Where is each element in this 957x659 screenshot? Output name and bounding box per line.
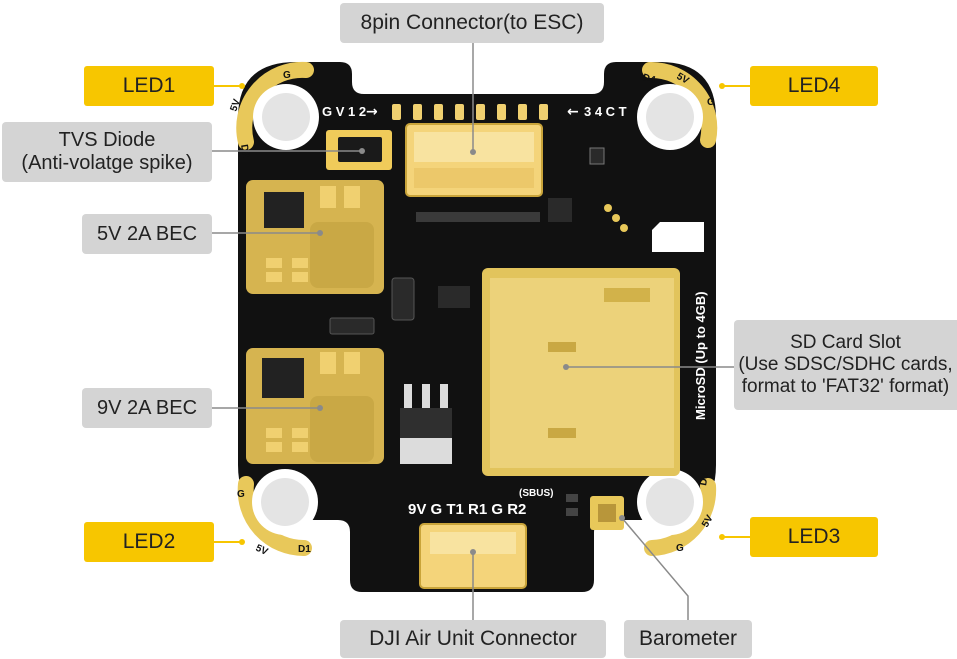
- callout-barometer: Barometer: [624, 620, 752, 658]
- led-leader-dots: [239, 83, 725, 545]
- pad-d4: D4: [641, 72, 657, 86]
- tvs-label-line1: TVS Diode: [58, 129, 156, 151]
- leader-dots: [317, 148, 625, 555]
- esc-pins-right-label: 3 4 C T: [584, 104, 627, 119]
- leader-lines: [212, 40, 734, 624]
- sd-label-line3: format to 'FAT32' format): [741, 375, 950, 397]
- pad-g-bottom-right: G: [676, 543, 684, 554]
- misc-components: [329, 147, 628, 464]
- callout-5v-bec: 5V 2A BEC: [82, 214, 212, 254]
- air-unit-pin-label: 9V G T1 R1 G R2: [408, 501, 526, 518]
- callout-dji-air-unit: DJI Air Unit Connector: [340, 620, 606, 658]
- sd-label-line2: (Use SDSC/SDHC cards,: [738, 354, 953, 376]
- pad-d1: D1: [298, 544, 311, 555]
- sd-card-icon: [652, 222, 704, 252]
- pad-5v-top-left: 5V: [228, 97, 243, 113]
- pad-g-bottom-left: G: [237, 489, 245, 500]
- bec-9v-module: [246, 348, 384, 464]
- microsd-label: MicroSD (Up to 4GB): [693, 291, 708, 420]
- callout-tvs-diode: TVS Diode (Anti-volatge spike): [2, 122, 212, 182]
- pad-5v-top-right: 5V: [675, 71, 691, 87]
- sbus-label: (SBUS): [519, 488, 553, 499]
- tvs-label-line2: (Anti-volatge spike): [21, 152, 193, 174]
- callout-sd-card-slot: SD Card Slot (Use SDSC/SDHC cards, forma…: [734, 320, 957, 410]
- sd-label-line1: SD Card Slot: [790, 332, 901, 354]
- esc-pins-left-label: G V 1 2: [322, 104, 366, 119]
- corner-pad-arcs: [236, 61, 718, 557]
- callout-led3: LED3: [750, 517, 878, 557]
- esc-pad-row: G V 1 2 → ← 3 4 C T: [322, 104, 627, 120]
- callout-led1: LED1: [84, 66, 214, 106]
- callout-led4: LED4: [750, 66, 878, 106]
- arrow-right-icon: →: [366, 104, 378, 120]
- pad-d3: D3: [698, 472, 711, 487]
- pad-g-top-right: G: [707, 97, 715, 108]
- bec-5v-module: [246, 180, 384, 294]
- pad-5v-bottom-left: 5V: [254, 543, 270, 558]
- mounting-holes: [252, 84, 703, 535]
- callout-8pin-connector: 8pin Connector(to ESC): [340, 3, 604, 43]
- callout-led2: LED2: [84, 522, 214, 562]
- sd-card-slot: [482, 268, 680, 476]
- tvs-diode: [326, 130, 392, 170]
- pad-g-top-left: G: [283, 70, 291, 81]
- led-leader-lines: [214, 85, 750, 543]
- arrow-left-icon: ←: [567, 104, 579, 120]
- barometer-chip: [566, 494, 624, 530]
- callout-9v-bec: 9V 2A BEC: [82, 388, 212, 428]
- esc-8pin-connector: [405, 123, 543, 197]
- pad-5v-bottom-right: 5V: [700, 513, 716, 529]
